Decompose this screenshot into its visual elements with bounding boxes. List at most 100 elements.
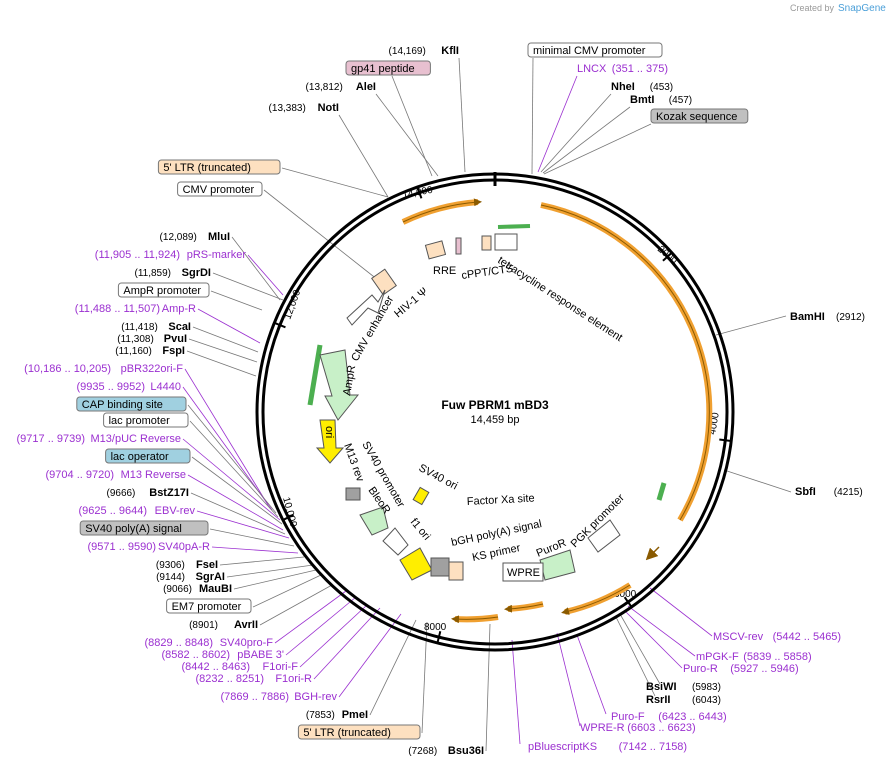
label-sv40pa-r[interactable]: SV40pA-R(9571 .. 9590) [88, 541, 211, 553]
label-pmei[interactable]: PmeI(7853) [306, 709, 368, 721]
label-mscv-rev[interactable]: MSCV-rev(5442 .. 5465) [713, 631, 841, 643]
label-pvui[interactable]: PvuI(11,308) [117, 333, 187, 345]
callout-line [196, 510, 290, 539]
pgk-promoter-arrow [587, 519, 621, 553]
label-rsrii[interactable]: RsrII(6043) [646, 694, 721, 706]
label-lac-promoter[interactable]: lac promoter [103, 412, 189, 428]
label-puro-f[interactable]: Puro-F(6423 .. 6443) [611, 711, 727, 723]
label-alei[interactable]: AleI(13,812) [306, 81, 376, 93]
feature-coord: (6603 .. 6623) [627, 722, 696, 734]
ring-tick [719, 438, 732, 442]
callout-line [210, 290, 263, 311]
label-cap-binding-site[interactable]: CAP binding site [76, 396, 187, 412]
feature-name: Bsu36I [448, 745, 484, 757]
feature-box-label: lac operator [111, 451, 169, 463]
label-bsiwi[interactable]: BsiWI(5983) [646, 681, 721, 693]
label-f1ori-r[interactable]: F1ori-R(8232 .. 8251) [196, 673, 313, 685]
label-5-ltr-truncated[interactable]: 5' LTR (truncated) [157, 159, 281, 175]
feature-name: FseI [196, 559, 218, 571]
label-prs-marker[interactable]: pRS-marker(11,905 .. 11,924) [95, 249, 247, 261]
callout-line [209, 528, 295, 547]
label-l4440[interactable]: L4440(9935 .. 9952) [77, 381, 182, 393]
feature-box-label: gp41 peptide [351, 63, 415, 75]
inner-label-bgh: bGH poly(A) signal [450, 518, 543, 549]
label-kfli[interactable]: KflI(14,169) [389, 45, 459, 57]
feature-name: EBV-rev [155, 505, 196, 517]
label-gp41-peptide[interactable]: gp41 peptide [345, 60, 431, 76]
callout-lines [182, 57, 792, 752]
ring-tick-label: 8000 [424, 622, 447, 633]
label-ampr-promoter[interactable]: AmpR promoter [117, 282, 210, 298]
label-m13-puc-reverse[interactable]: M13/pUC Reverse(9717 .. 9739) [17, 433, 182, 445]
label-bsu36i[interactable]: Bsu36I(7268) [408, 745, 484, 757]
label-wpre-r[interactable]: WPRE-R(6603 .. 6623) [580, 722, 696, 734]
callout-line [182, 438, 281, 521]
label-lncx[interactable]: LNCX(351 .. 375) [577, 63, 668, 75]
label-avrii[interactable]: AvrII(8901) [189, 619, 258, 631]
label-fspi[interactable]: FspI(11,160) [115, 345, 185, 357]
feature-coord: (5927 .. 5946) [730, 663, 799, 675]
inner-label-tre: tetracycline response element [495, 254, 624, 344]
label-pbr322ori-f[interactable]: pBR322ori-F(10,186 .. 10,205) [24, 363, 183, 375]
label-m13-reverse[interactable]: M13 Reverse(9704 .. 9720) [46, 469, 187, 481]
label-fsei[interactable]: FseI(9306) [156, 559, 218, 571]
feature-coord: (5839 .. 5858) [743, 651, 812, 663]
inner-label-wpre: WPRE [507, 567, 540, 579]
label-bgh-rev[interactable]: BGH-rev(7869 .. 7886) [221, 691, 338, 703]
label-sv40-poly-a-signal[interactable]: SV40 poly(A) signal [79, 520, 209, 536]
label-ebv-rev[interactable]: EBV-rev(9625 .. 9644) [79, 505, 196, 517]
callout-line [391, 75, 433, 177]
feature-coord: (11,160) [115, 346, 152, 357]
feature-box [117, 282, 210, 298]
callout-line [299, 604, 368, 668]
feature-name: F1ori-R [275, 673, 312, 685]
label-sv40pro-f[interactable]: SV40pro-F(8829 .. 8848) [145, 637, 274, 649]
label-sgrai[interactable]: SgrAI(9144) [156, 571, 225, 583]
label-bamhi[interactable]: BamHI(2912) [790, 311, 865, 323]
label-bstz17i[interactable]: BstZ17I(9666) [106, 487, 189, 499]
label-bmti[interactable]: BmtI(457) [630, 94, 692, 106]
label-lac-operator[interactable]: lac operator [105, 448, 191, 464]
label-pbabe-3[interactable]: pBABE 3'(8582 .. 8602) [162, 649, 285, 661]
label-amp-r[interactable]: Amp-R(11,488 .. 11,507) [75, 303, 196, 315]
label-mpgk-f[interactable]: mPGK-F (5839 .. 5858) [696, 651, 812, 663]
ori-arrow [315, 419, 345, 464]
tetracycline-region-arc-inner [540, 204, 710, 521]
sv40-promoter-arrow [382, 527, 409, 556]
label-sgrdi[interactable]: SgrDI(11,859) [134, 267, 211, 279]
label-5-ltr-truncated[interactable]: 5' LTR (truncated) [297, 724, 421, 740]
feature-coord: (11,905 .. 11,924) [95, 249, 180, 261]
feature-coord: (9717 .. 9739) [17, 433, 86, 445]
plasmid-name: Fuw PBRM1 mBD3 [441, 398, 549, 412]
label-maubi[interactable]: MauBI(9066) [163, 583, 232, 595]
label-scai[interactable]: ScaI(11,418) [121, 321, 191, 333]
label-nhei[interactable]: NheI(453) [611, 81, 673, 93]
ring-arrow [645, 546, 660, 561]
label-em7-promoter[interactable]: EM7 promoter [166, 598, 252, 614]
callout-line [625, 611, 683, 669]
green-arc-left [307, 344, 323, 406]
callout-line [531, 57, 534, 175]
orange-arc-b-arrow [504, 603, 544, 613]
label-kozak-sequence[interactable]: Kozak sequence [650, 108, 749, 124]
feature-box-label: AmpR promoter [123, 285, 201, 297]
label-cmv-promoter[interactable]: CMV promoter [177, 181, 263, 197]
inner-label-ampr: AmpR [341, 364, 358, 396]
plasmid-center: Fuw PBRM1 mBD3 14,459 bp [441, 398, 549, 426]
label-pbluescriptks[interactable]: pBluescriptKS(7142 .. 7158) [528, 741, 687, 753]
sv40-ori-block [412, 486, 430, 506]
label-f1ori-f[interactable]: F1ori-F(8442 .. 8463) [182, 661, 299, 673]
label-noti[interactable]: NotI(13,383) [269, 102, 339, 114]
feature-name: WPRE-R [580, 722, 625, 734]
label-minimal-cmv-promoter[interactable]: minimal CMV promoter [527, 42, 663, 58]
feature-name: pBABE 3' [237, 649, 284, 661]
label-mlui[interactable]: MluI(12,089) [160, 231, 230, 243]
feature-coord: (13,812) [306, 82, 343, 93]
m13rev-block [345, 487, 361, 501]
feature-name: mPGK-F [696, 651, 739, 663]
feature-name: MauBI [199, 583, 232, 595]
label-puro-r[interactable]: Puro-R(5927 .. 5946) [683, 663, 799, 675]
callout-line [338, 114, 389, 198]
label-sbfi[interactable]: SbfI(4215) [795, 486, 863, 498]
feature-box-label: SV40 poly(A) signal [85, 523, 182, 535]
